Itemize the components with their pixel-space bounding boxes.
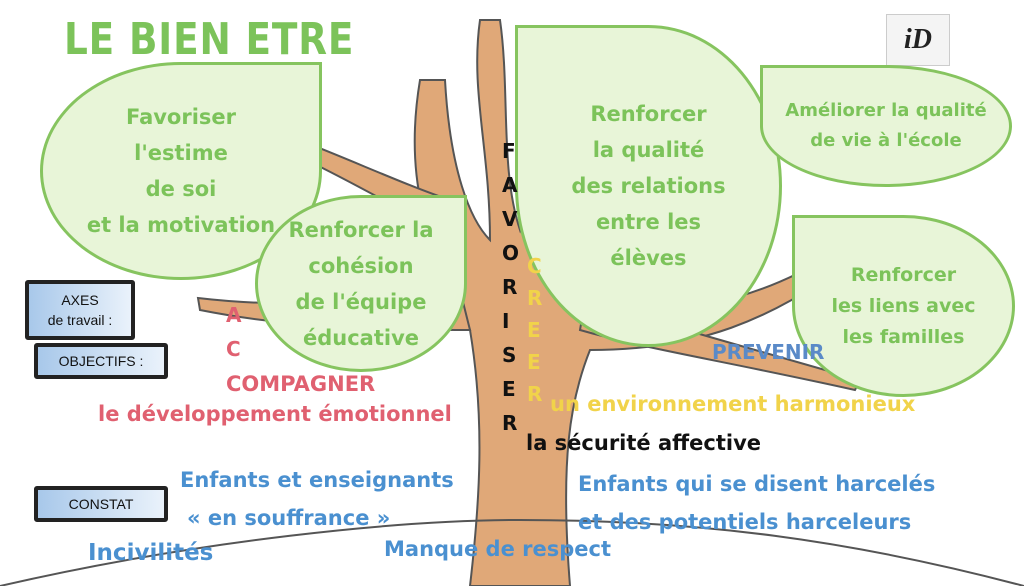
leaf-line: cohésion (308, 253, 414, 278)
letter: V (502, 207, 518, 231)
leaf-qualite-vie: Améliorer la qualité de vie à l'école (760, 65, 1012, 187)
leaf-line: la qualité (592, 138, 705, 162)
environnement-text: un environnement harmonieux (550, 392, 916, 416)
leaf-liens-familles: Renforcer les liens avec les familles (792, 215, 1015, 397)
letter: R (527, 286, 543, 310)
letter: R (527, 382, 543, 406)
letter: A (226, 303, 242, 327)
constat-manque-respect: Manque de respect (384, 537, 612, 561)
constat-enfants-enseignants: Enfants et enseignants (180, 468, 454, 492)
letter: R (502, 411, 518, 435)
letter: E (502, 377, 516, 401)
letter: E (527, 350, 541, 374)
prevenir-text: PREVENIR (712, 340, 825, 364)
leaf-line: les familles (842, 325, 965, 348)
leaf-line: de vie à l'école (810, 130, 962, 151)
letter: A (502, 173, 518, 197)
letter: C (226, 337, 241, 361)
axes-label-line: AXES (61, 292, 99, 308)
leaf-line: de l'équipe (295, 289, 427, 314)
constat-label: CONSTAT (34, 486, 168, 522)
letter: S (502, 343, 517, 367)
leaf-line: Renforcer (590, 102, 707, 126)
developpement-text: le développement émotionnel (98, 402, 452, 426)
letter: O (502, 241, 520, 265)
accompagner-text: COMPAGNER (226, 372, 376, 396)
leaf-line: Renforcer (850, 263, 957, 286)
logo: iD (886, 14, 950, 66)
letter: C (527, 254, 542, 278)
letter: E (527, 318, 541, 342)
leaf-line: entre les (595, 210, 702, 234)
leaf-line: et la motivation (86, 213, 276, 237)
constat-harceleurs: et des potentiels harceleurs (578, 510, 912, 534)
constat-incivilites: Incivilités (88, 540, 214, 566)
leaf-line: Favoriser (125, 105, 237, 129)
constat-souffrance: « en souffrance » (187, 506, 391, 530)
axes-label-line: de travail : (47, 312, 113, 328)
letter: F (502, 139, 516, 163)
leaf-line: l'estime (134, 141, 228, 165)
leaf-line: les liens avec (831, 294, 976, 317)
objectifs-label: OBJECTIFS : (34, 343, 168, 379)
securite-text: la sécurité affective (526, 431, 762, 455)
constat-harceles: Enfants qui se disent harcelés (578, 472, 936, 496)
leaf-line: des relations (571, 174, 726, 198)
leaf-line: éducative (302, 325, 419, 350)
leaf-line: Renforcer la (288, 217, 434, 242)
axes-label: AXES de travail : (25, 280, 135, 340)
letter: R (502, 275, 518, 299)
leaf-line: élèves (610, 246, 687, 270)
letter: I (502, 309, 510, 333)
leaf-cohesion-equipe: Renforcer la cohésion de l'équipe éducative (255, 195, 467, 372)
leaf-relations-eleves: Renforcer la qualité des relations entre le… (515, 25, 782, 347)
page-title: LE BIEN ETRE (64, 14, 355, 65)
leaf-line: Améliorer la qualité (785, 100, 987, 121)
leaf-line: de soi (145, 177, 217, 201)
